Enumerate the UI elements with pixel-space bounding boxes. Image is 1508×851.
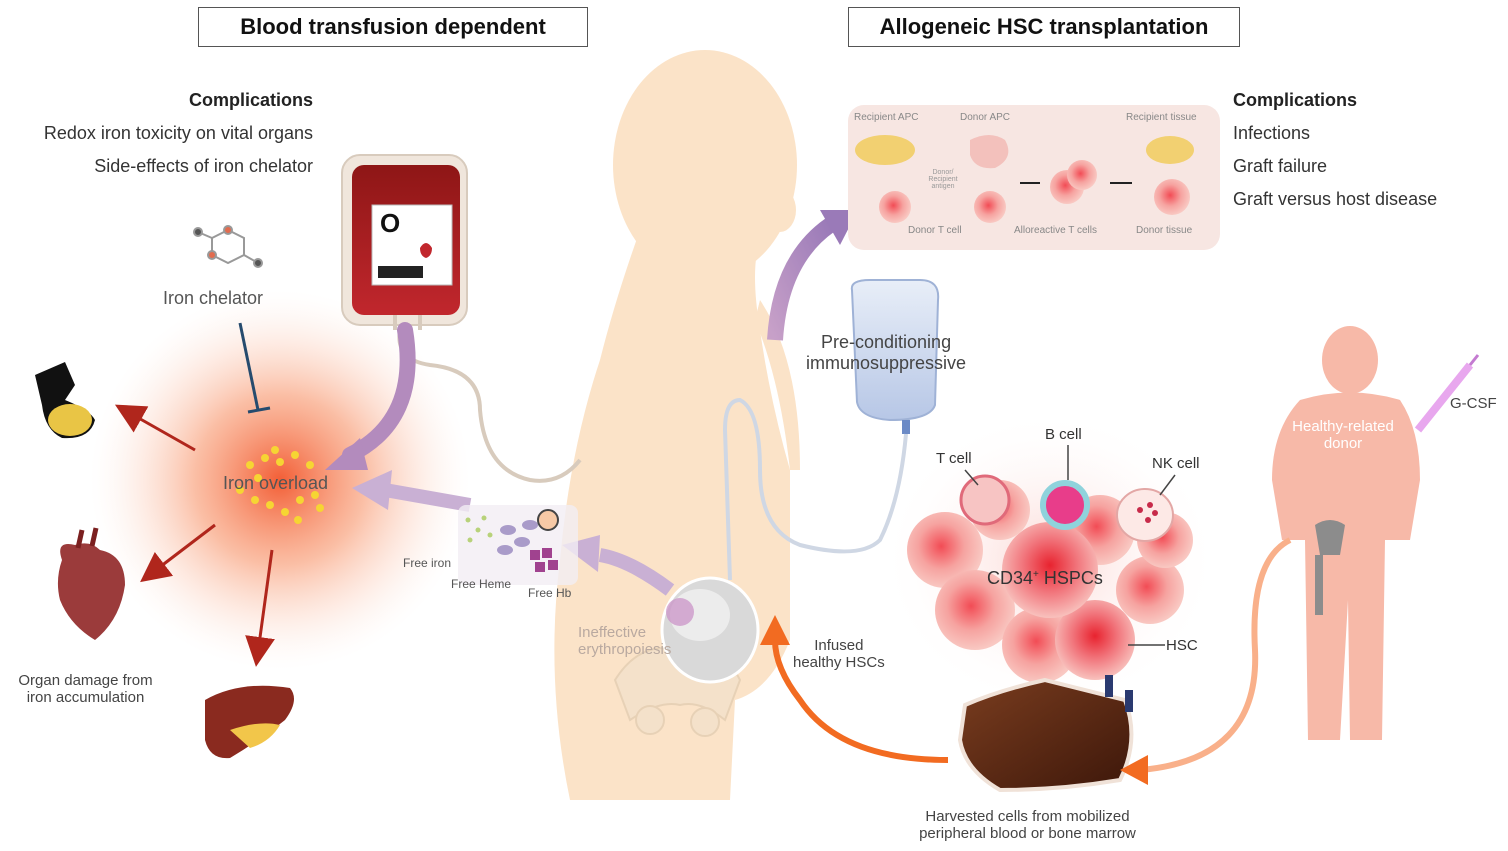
alloreactive-label: Alloreactive T cells xyxy=(1014,225,1097,236)
antigen-label: Donor/ Recipient antigen xyxy=(928,169,958,190)
transfusion-tube xyxy=(397,329,582,483)
header-transfusion: Blood transfusion dependent xyxy=(198,7,588,47)
inhibition-bar xyxy=(247,406,271,414)
ineffective-erythropoiesis-label: Ineffective erythropoiesis xyxy=(578,624,671,658)
ineffective-line: Ineffective xyxy=(578,624,647,641)
arrowhead xyxy=(760,615,790,645)
right-complication-item: Infections xyxy=(1233,123,1311,143)
to-gvhd-arrow xyxy=(767,218,835,341)
b-cell-label: B cell xyxy=(1045,426,1082,443)
chelator-inhibition xyxy=(238,322,260,411)
cd34-sup: + xyxy=(1033,569,1039,580)
harvested-cells-label: Harvested cells from mobilized periphera… xyxy=(900,808,1155,842)
healthy-donor-label: Healthy-related donor xyxy=(1283,418,1403,452)
preconditioning-line: Pre-conditioning xyxy=(821,332,952,352)
marrow-to-hemolysis-arrow xyxy=(598,548,675,596)
nk-cell-label: NK cell xyxy=(1152,455,1200,472)
infused-hscs-label: Infused healthy HSCs xyxy=(793,637,885,671)
hsc-label: HSC xyxy=(1166,637,1198,654)
donor-apc-label: Donor APC xyxy=(960,112,1011,123)
preconditioning-label: Pre-conditioning immunosuppressive xyxy=(806,332,966,374)
blood-to-iron-arrow xyxy=(342,322,416,463)
free-iron-label: Free iron xyxy=(403,556,452,570)
iron-overload-glow xyxy=(90,290,470,670)
cell-callouts xyxy=(964,445,1176,646)
syringe-icon xyxy=(1414,354,1480,433)
left-complication-item: Redox iron toxicity on vital organs xyxy=(43,123,313,143)
cd34-text: CD34 xyxy=(987,568,1034,588)
hspc-cells xyxy=(907,474,1193,683)
arrowhead xyxy=(1120,755,1148,785)
harvested-line: Harvested cells from mobilized xyxy=(925,808,1130,825)
organ-damage-label: Organ damage from iron accumulation xyxy=(8,672,163,706)
left-complications-title: Complications xyxy=(188,90,313,110)
hspcs-text: HSPCs xyxy=(1038,568,1103,588)
donor-tissue-label: Donor tissue xyxy=(1136,225,1193,236)
preconditioning-bag xyxy=(850,279,940,434)
right-complications: Complications Infections Graft failure G… xyxy=(1233,90,1437,210)
donor-silhouette xyxy=(1272,326,1420,740)
organ-damage-arrows xyxy=(114,404,275,667)
right-complication-item: Graft failure xyxy=(1233,156,1328,176)
right-complications-title: Complications xyxy=(1233,90,1358,110)
left-complication-item: Side-effects of iron chelator xyxy=(94,156,313,176)
gcsf-label: G-CSF xyxy=(1450,395,1497,412)
heart-icon xyxy=(57,527,125,640)
blood-type-label: O xyxy=(380,208,401,238)
harvested-line: peripheral blood or bone marrow xyxy=(919,825,1136,842)
gvhd-cells xyxy=(855,135,1194,223)
donor-pelvis-bone xyxy=(1315,520,1345,615)
donor-to-bag-arrow xyxy=(1139,537,1292,773)
recipient-tissue-label: Recipient tissue xyxy=(1126,112,1197,123)
blood-bag xyxy=(341,154,468,330)
hemolysis-to-iron-arrow xyxy=(383,483,472,512)
recipient-apc-label: Recipient APC xyxy=(854,112,919,123)
free-heme-label: Free Heme xyxy=(451,577,512,591)
arrowhead xyxy=(325,438,368,470)
healthy-donor-line: Healthy-related xyxy=(1292,418,1394,435)
t-cell-label: T cell xyxy=(936,450,972,467)
preconditioning-line: immunosuppressive xyxy=(806,353,967,373)
left-complications: Complications Redox iron toxicity on vit… xyxy=(44,90,313,177)
donor-t-cell-label: Donor T cell xyxy=(908,225,962,236)
header-hsc-transplantation: Allogeneic HSC transplantation xyxy=(848,7,1240,47)
cd34-hspcs-label: CD34+ HSPCs xyxy=(987,568,1103,589)
endocrine-gland-icon xyxy=(35,362,95,439)
gvhd-panel-bg xyxy=(848,105,1220,250)
hemolysis-products xyxy=(458,505,578,585)
iron-overload-label: Iron overload xyxy=(223,473,329,493)
healthy-donor-line: donor xyxy=(1323,435,1363,452)
free-hb-label: Free Hb xyxy=(528,586,572,600)
right-complication-item: Graft versus host disease xyxy=(1233,189,1438,209)
organ-damage-line: iron accumulation xyxy=(26,689,145,706)
harvest-bag xyxy=(957,675,1134,793)
infusion-arrow xyxy=(772,639,949,763)
bone-marrow xyxy=(660,576,760,684)
ineffective-line: erythropoiesis xyxy=(578,641,672,658)
infused-line: healthy HSCs xyxy=(793,654,885,671)
iron-particles xyxy=(236,446,324,524)
chelator-molecule-icon xyxy=(193,225,263,268)
arrowhead xyxy=(352,470,392,510)
liver-icon xyxy=(205,685,294,759)
infused-line: Infused xyxy=(814,637,864,654)
iron-chelator-label: Iron chelator xyxy=(163,288,264,308)
organ-damage-line: Organ damage from xyxy=(18,672,153,689)
